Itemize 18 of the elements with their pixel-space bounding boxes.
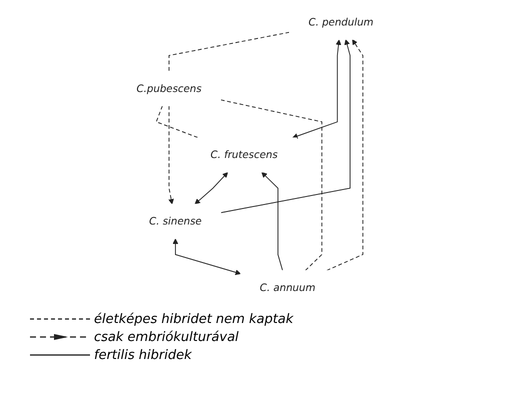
legend-text: fertilis hibridek <box>94 348 192 362</box>
arrow <box>292 40 342 139</box>
connector <box>168 32 290 72</box>
node-text: C. pendulum <box>308 16 374 28</box>
arrow <box>326 39 364 271</box>
arrow <box>168 105 174 204</box>
arrow <box>194 172 228 204</box>
arrow <box>172 238 241 276</box>
connector <box>220 99 322 271</box>
node-text: C. annuum <box>260 281 316 294</box>
connector <box>156 105 199 138</box>
node-text: C. frutescens <box>210 148 278 161</box>
node-text: C.pubescens <box>136 82 202 94</box>
node-text: C. sinense <box>149 214 202 228</box>
arrow <box>220 39 351 214</box>
legend-text: életképes hibridet nem kaptak <box>94 312 294 326</box>
legend-text: csak embriókulturával <box>94 330 239 344</box>
arrow <box>261 172 283 271</box>
